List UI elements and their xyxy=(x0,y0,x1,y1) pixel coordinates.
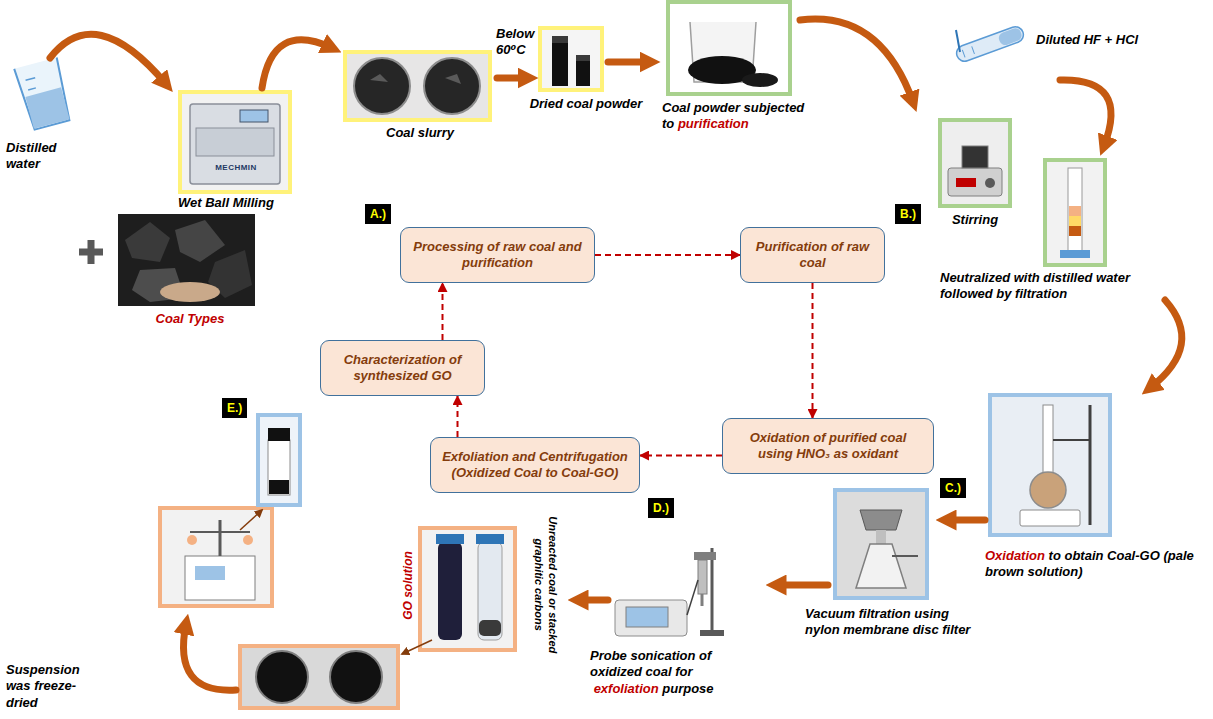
box-text: Processing of raw coal and purification xyxy=(409,239,586,272)
process-box: Oxidation of purified coal using HNO₃ as… xyxy=(722,418,934,474)
step-caption: Neutralized with distilled water followe… xyxy=(940,270,1150,303)
step-letter: D.) xyxy=(648,498,674,518)
process-box: Exfoliation and Centrifugation (Oxidized… xyxy=(430,437,640,493)
label-text: Stirring xyxy=(952,212,998,227)
label-text: Diluted HF + HCl xyxy=(1036,32,1138,47)
step-letter: C.) xyxy=(940,478,966,498)
tube-caption: Unreacted coal or stacked graphitic carb… xyxy=(531,510,559,660)
petri-dish-photo xyxy=(240,646,398,708)
coal-slurry-photo xyxy=(345,52,490,120)
step-caption: Stirring xyxy=(935,212,1015,228)
column-photo xyxy=(1045,160,1105,265)
box-text: Purification of raw coal xyxy=(749,239,876,272)
dashed-flow-arrow xyxy=(442,283,444,340)
oxidation-photo xyxy=(990,395,1110,535)
gap-vial-photo xyxy=(258,415,300,505)
label-text: exfoliation xyxy=(594,681,659,697)
probe-sonicator xyxy=(615,548,724,636)
label-text: purpose xyxy=(662,681,713,696)
step-caption: Diluted HF + HCl xyxy=(1036,32,1206,48)
label-text: GO solution xyxy=(401,551,415,620)
process-box: Processing of raw coal and purification xyxy=(400,227,595,283)
leader-arrows xyxy=(240,510,432,654)
dashed-flow-arrow xyxy=(812,283,814,418)
box-text: Oxidation of purified coal using HNO₃ as… xyxy=(731,430,925,463)
step-caption: Coal slurry xyxy=(360,125,480,141)
vacuum-filtration-photo xyxy=(835,490,927,598)
label-text: Probe sonication of oxidized coal for xyxy=(590,648,711,679)
label-text: Suspension was freeze-dried xyxy=(6,662,80,710)
label-text: Distilled water xyxy=(6,140,57,171)
box-text: Exfoliation and Centrifugation (Oxidized… xyxy=(439,449,631,482)
label-text: Unreacted coal or stacked graphitic carb… xyxy=(533,516,559,653)
box-text: Characterization of synthesized GO xyxy=(329,352,476,385)
freeze-dryer-photo xyxy=(160,508,272,606)
process-box: Characterization of synthesized GO xyxy=(320,340,485,396)
label-text: Neutralized with distilled water followe… xyxy=(940,270,1130,301)
coal-photo xyxy=(118,214,255,306)
step-caption: Oxidationto obtain Coal-GO (pale brown s… xyxy=(985,548,1200,581)
step-caption: Distilled water xyxy=(6,140,86,173)
step-letter: E.) xyxy=(222,398,247,418)
stirring-photo xyxy=(940,120,1010,206)
label-text: purification xyxy=(678,116,749,132)
ball-mill-photo xyxy=(180,92,290,192)
step-letter: A.) xyxy=(365,204,391,224)
coal-powder-photo xyxy=(668,2,790,94)
dashed-flow-arrow xyxy=(640,455,722,457)
label-text: Coal Types xyxy=(156,311,225,327)
brand-label: MECHMIN xyxy=(205,164,267,172)
label-text: Vacuum filtration using nylon membrane d… xyxy=(805,606,970,637)
label-text: Oxidation xyxy=(985,548,1045,564)
label-text: Coal slurry xyxy=(386,125,454,140)
label-text: Dried coal powder xyxy=(530,96,643,111)
process-box: Purification of raw coal xyxy=(740,227,885,283)
acid-tube-icon xyxy=(954,25,1025,64)
process-arrows xyxy=(50,19,1182,690)
step-caption: Coal powder subjected topurification xyxy=(662,100,812,133)
label-text: Below 60⁰C xyxy=(496,26,534,57)
label-text: C.) xyxy=(945,481,961,495)
dashed-flow-arrow xyxy=(457,396,459,437)
plus-sign xyxy=(79,240,103,264)
centrifuge-tubes-photo xyxy=(420,528,515,650)
beaker-icon xyxy=(14,57,73,130)
label-text: A.) xyxy=(370,207,386,221)
label-text: E.) xyxy=(227,401,242,415)
dashed-flow-arrow xyxy=(595,254,740,256)
step-caption: Below 60⁰C xyxy=(496,26,542,59)
step-caption: Vacuum filtration using nylon membrane d… xyxy=(805,606,985,639)
label-text: MECHMIN xyxy=(215,163,257,172)
label-text: D.) xyxy=(653,501,669,515)
step-caption: Dried coal powder xyxy=(518,96,654,112)
step-caption: Probe sonication of oxidized coal for exf… xyxy=(590,648,755,697)
label-text: B.) xyxy=(900,207,916,221)
label-text: Wet Ball Milling xyxy=(178,195,274,210)
tube-caption: GO solution xyxy=(401,535,416,635)
step-caption: Suspension was freeze-dried xyxy=(6,662,101,711)
dried-powder-photo xyxy=(540,28,602,90)
step-caption: Wet Ball Milling xyxy=(178,195,310,211)
step-caption: Coal Types xyxy=(130,311,250,327)
step-letter: B.) xyxy=(895,204,921,224)
